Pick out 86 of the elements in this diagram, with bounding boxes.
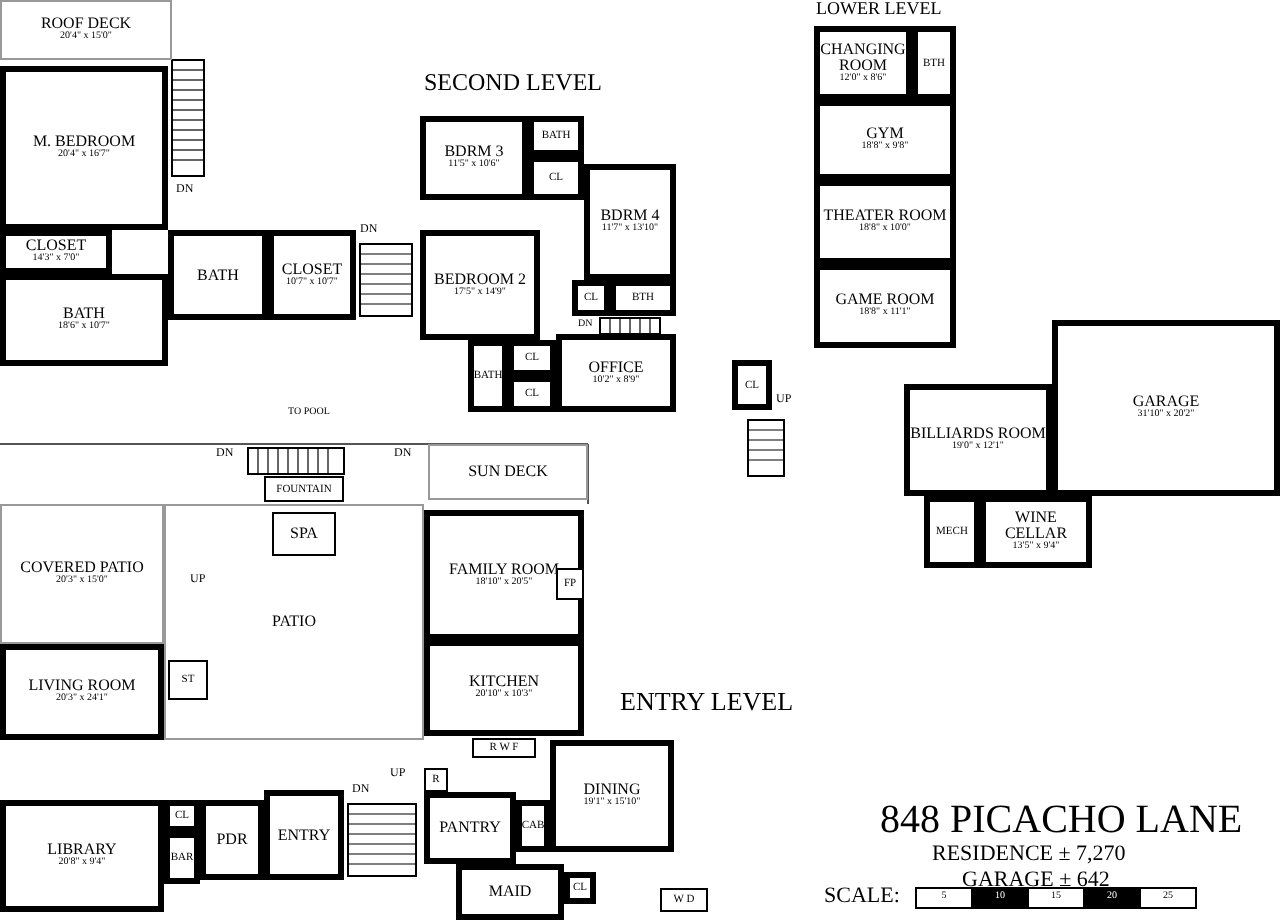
room-outline xyxy=(528,156,584,200)
room-outline xyxy=(912,26,956,100)
room-outline xyxy=(268,230,356,320)
scale-label: SCALE: xyxy=(824,886,900,908)
room-outline xyxy=(0,230,112,274)
room-name: COVERED PATIO xyxy=(20,560,144,576)
room-outline xyxy=(0,66,168,230)
room-outline xyxy=(200,800,264,880)
deck-area xyxy=(164,504,424,740)
room-name: GARAGE xyxy=(1132,394,1200,410)
room-name: LIBRARY xyxy=(47,842,117,858)
room-outline xyxy=(0,800,164,912)
room-outline xyxy=(508,376,556,412)
room-name: WINE CELLAR xyxy=(1002,510,1070,542)
room-name: BILLIARDS ROOM xyxy=(910,426,1046,442)
room-name: THEATER ROOM xyxy=(823,208,947,224)
room-outline xyxy=(264,790,344,880)
room-outline xyxy=(528,116,584,156)
room-name: KITCHEN xyxy=(468,674,540,690)
room-outline xyxy=(564,872,596,904)
deck-area xyxy=(0,0,172,60)
room-name: LIVING ROOM xyxy=(28,678,136,694)
deck-area xyxy=(0,504,164,644)
room-name: BDRM 4 xyxy=(600,208,660,224)
room-name: BATH xyxy=(197,267,239,283)
room-outline xyxy=(468,340,508,412)
deck-area xyxy=(428,444,588,500)
room-name: ENTRY xyxy=(277,827,331,843)
room-name: OFFICE xyxy=(588,359,644,375)
room-outline xyxy=(814,180,956,264)
room-outline xyxy=(904,384,1052,496)
room-outline xyxy=(164,800,200,832)
room-outline xyxy=(980,496,1092,568)
room-outline xyxy=(814,100,956,180)
room-name: CLOSET xyxy=(281,261,343,277)
room-name: GAME ROOM xyxy=(835,292,935,308)
room-outline xyxy=(550,740,674,852)
room-outline xyxy=(168,230,268,320)
fixture-outline xyxy=(264,476,344,502)
room-name: SPA xyxy=(290,526,318,542)
room-outline xyxy=(732,360,772,410)
room-outline xyxy=(572,280,610,316)
room-name: GYM xyxy=(866,126,904,142)
room-name: PDR xyxy=(216,832,248,848)
room-name: PATIO xyxy=(272,614,316,630)
fixture-outline xyxy=(168,660,208,700)
room-outline xyxy=(814,26,912,100)
room-outline xyxy=(164,832,200,884)
area-note: RESIDENCE ± 7,270 xyxy=(932,844,1126,866)
room-outline xyxy=(814,264,956,348)
area-note: GARAGE ± 642 xyxy=(962,870,1110,892)
room-name: ROOF DECK xyxy=(40,16,132,32)
room-outline xyxy=(924,496,980,568)
level-heading: ENTRY LEVEL xyxy=(620,688,794,714)
room-outline xyxy=(424,792,516,864)
room-name: SUN DECK xyxy=(468,464,548,480)
room-outline xyxy=(1052,320,1280,496)
fixture-outline xyxy=(472,738,536,758)
plan-title: 848 PICACHO LANE xyxy=(880,800,1243,840)
fixture-outline xyxy=(424,768,448,792)
room-name: BEDROOM 2 xyxy=(433,271,526,287)
fixture-outline xyxy=(556,568,584,600)
room-outline xyxy=(420,230,540,340)
room-outline xyxy=(424,510,584,640)
fixture-outline xyxy=(272,512,336,556)
room-name: BDRM 3 xyxy=(444,144,504,160)
room-name: M. BEDROOM xyxy=(32,134,136,150)
room-name: DINING xyxy=(583,782,641,798)
fixture-outline xyxy=(660,888,708,912)
room-name: PANTRY xyxy=(439,820,501,836)
room-outline xyxy=(610,280,676,316)
room-outline xyxy=(0,274,168,366)
room-outline xyxy=(420,116,528,200)
room-outline xyxy=(424,640,584,736)
room-outline xyxy=(516,800,550,852)
room-name: BATH xyxy=(63,306,105,322)
room-outline xyxy=(508,340,556,376)
room-outline xyxy=(456,864,564,920)
room-name: MAID xyxy=(488,884,532,900)
room-outline xyxy=(584,164,676,280)
room-name: CHANGING ROOM xyxy=(820,41,906,73)
level-heading: SECOND LEVEL xyxy=(424,70,602,94)
room-name: CLOSET xyxy=(25,238,87,254)
room-outline xyxy=(556,334,676,412)
room-outline xyxy=(0,644,164,740)
level-heading: LOWER LEVEL xyxy=(816,0,942,18)
